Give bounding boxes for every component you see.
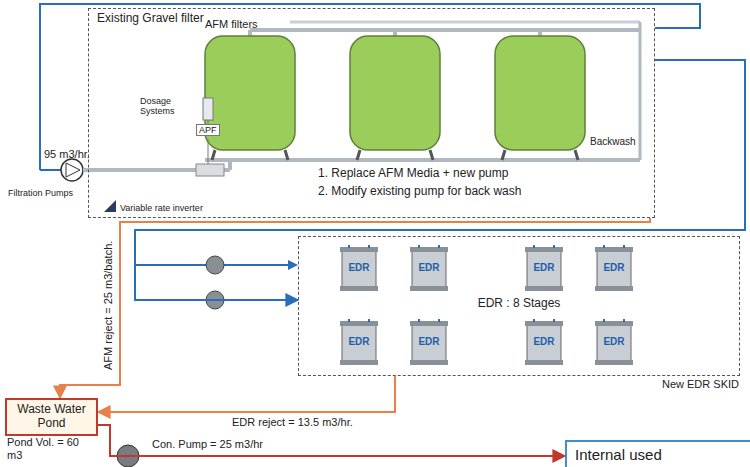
drum-cap: [525, 286, 563, 291]
inverter-symbol: [104, 200, 116, 212]
drum-port: [438, 319, 440, 322]
drum-port: [533, 245, 535, 248]
drum-port: [418, 245, 420, 248]
edr-stack: EDR: [594, 319, 634, 367]
header-pipe: [205, 158, 640, 162]
flow-connector: [98, 376, 395, 412]
return-pipe: [40, 4, 700, 170]
note: 2. Modify existing pump for back wash: [318, 185, 521, 199]
arrowhead: [288, 260, 298, 270]
flow-label: Con. Pump = 25 m3/hr: [150, 438, 265, 451]
drum-port: [368, 319, 370, 322]
edr-stack: EDR: [339, 245, 379, 293]
drum-cap: [340, 286, 378, 291]
box-label: Internal used: [567, 442, 750, 467]
drum-cap: [525, 360, 563, 365]
drum-port: [418, 319, 420, 322]
unit-label: EDR: [409, 336, 449, 348]
drum-cap: [595, 286, 633, 291]
pipe: [639, 22, 642, 160]
drum-port: [533, 319, 535, 322]
edr-stack: EDR: [594, 245, 634, 293]
pipe: [393, 30, 397, 36]
drum-cap: [525, 321, 563, 326]
dosage-tank: [203, 98, 213, 120]
dashed-group-box: EDREDREDREDREDREDREDREDREDR : 8 StagesNe…: [298, 236, 740, 376]
edr-stack: EDR: [524, 245, 564, 293]
drum-port: [603, 319, 605, 322]
component-label: Backwash: [590, 136, 636, 148]
flow-label: AFM reject = 25 m3/batch.: [102, 238, 115, 371]
flow-connector: [135, 60, 745, 300]
drum-cap: [410, 321, 448, 326]
flow-label: EDR reject = 13.5 m3/hr.: [230, 416, 355, 429]
afm-filter-tank: [495, 36, 585, 160]
drum-port: [438, 245, 440, 248]
pump-symbol: [206, 256, 224, 274]
flow-rate: 95 m3/hr.: [44, 148, 90, 161]
flow-connector: [60, 218, 650, 398]
afm-filter-tank: [350, 36, 440, 160]
drum-cap: [340, 321, 378, 326]
component-label: Variable rate inverter: [120, 203, 203, 213]
header-pipe: [250, 28, 640, 32]
volume-note: Pond Vol. = 60 m3: [7, 436, 79, 461]
drum-cap: [595, 360, 633, 365]
group-title: Existing Gravel filter: [97, 12, 204, 26]
edr-stack: EDR: [524, 319, 564, 367]
edr-stack: EDR: [409, 245, 449, 293]
drum-cap: [410, 286, 448, 291]
unit-label: EDR: [339, 262, 379, 274]
component-label: Dosage Systems: [140, 96, 198, 117]
component-tag: APF: [196, 124, 220, 136]
drum-port: [368, 245, 370, 248]
edr-stack: EDR: [339, 319, 379, 367]
stage-count: EDR : 8 Stages: [299, 297, 739, 311]
pond-box: Waste Water PondPond Vol. = 60 m3: [5, 398, 98, 436]
drum-port: [623, 319, 625, 322]
drum-port: [553, 319, 555, 322]
edr-stack: EDR: [409, 319, 449, 367]
component-label: AFM filters: [205, 18, 258, 31]
drum-port: [623, 245, 625, 248]
group-title: New EDR SKID: [662, 378, 739, 391]
output-box: Internal used: [565, 440, 750, 467]
unit-label: EDR: [339, 336, 379, 348]
unit-label: EDR: [524, 262, 564, 274]
unit-label: EDR: [594, 262, 634, 274]
pipe: [40, 169, 61, 171]
drum-cap: [595, 321, 633, 326]
flow-connector: [98, 425, 565, 456]
drum-cap: [410, 360, 448, 365]
header-pipe: [290, 21, 640, 24]
note: 1. Replace AFM Media + new pump: [318, 167, 508, 181]
drum-port: [348, 319, 350, 322]
drum-cap: [340, 360, 378, 365]
dosage-line: [208, 139, 209, 164]
pump-symbol: [61, 159, 83, 181]
drum-port: [553, 245, 555, 248]
unit-label: EDR: [409, 262, 449, 274]
drum-cap: [340, 247, 378, 252]
pipe: [248, 30, 252, 36]
unit-label: EDR: [524, 336, 564, 348]
pipe: [538, 30, 542, 36]
box-label: Waste Water Pond: [7, 400, 96, 434]
pump-symbol: [66, 163, 80, 177]
drum-port: [603, 245, 605, 248]
drum-cap: [525, 247, 563, 252]
drum-port: [348, 245, 350, 248]
component-label: Filtration Pumps: [8, 188, 73, 198]
unit-label: EDR: [594, 336, 634, 348]
mixer-symbol: [196, 164, 224, 176]
afm-filter-tank: [205, 36, 295, 160]
drum-cap: [595, 247, 633, 252]
drum-cap: [410, 247, 448, 252]
